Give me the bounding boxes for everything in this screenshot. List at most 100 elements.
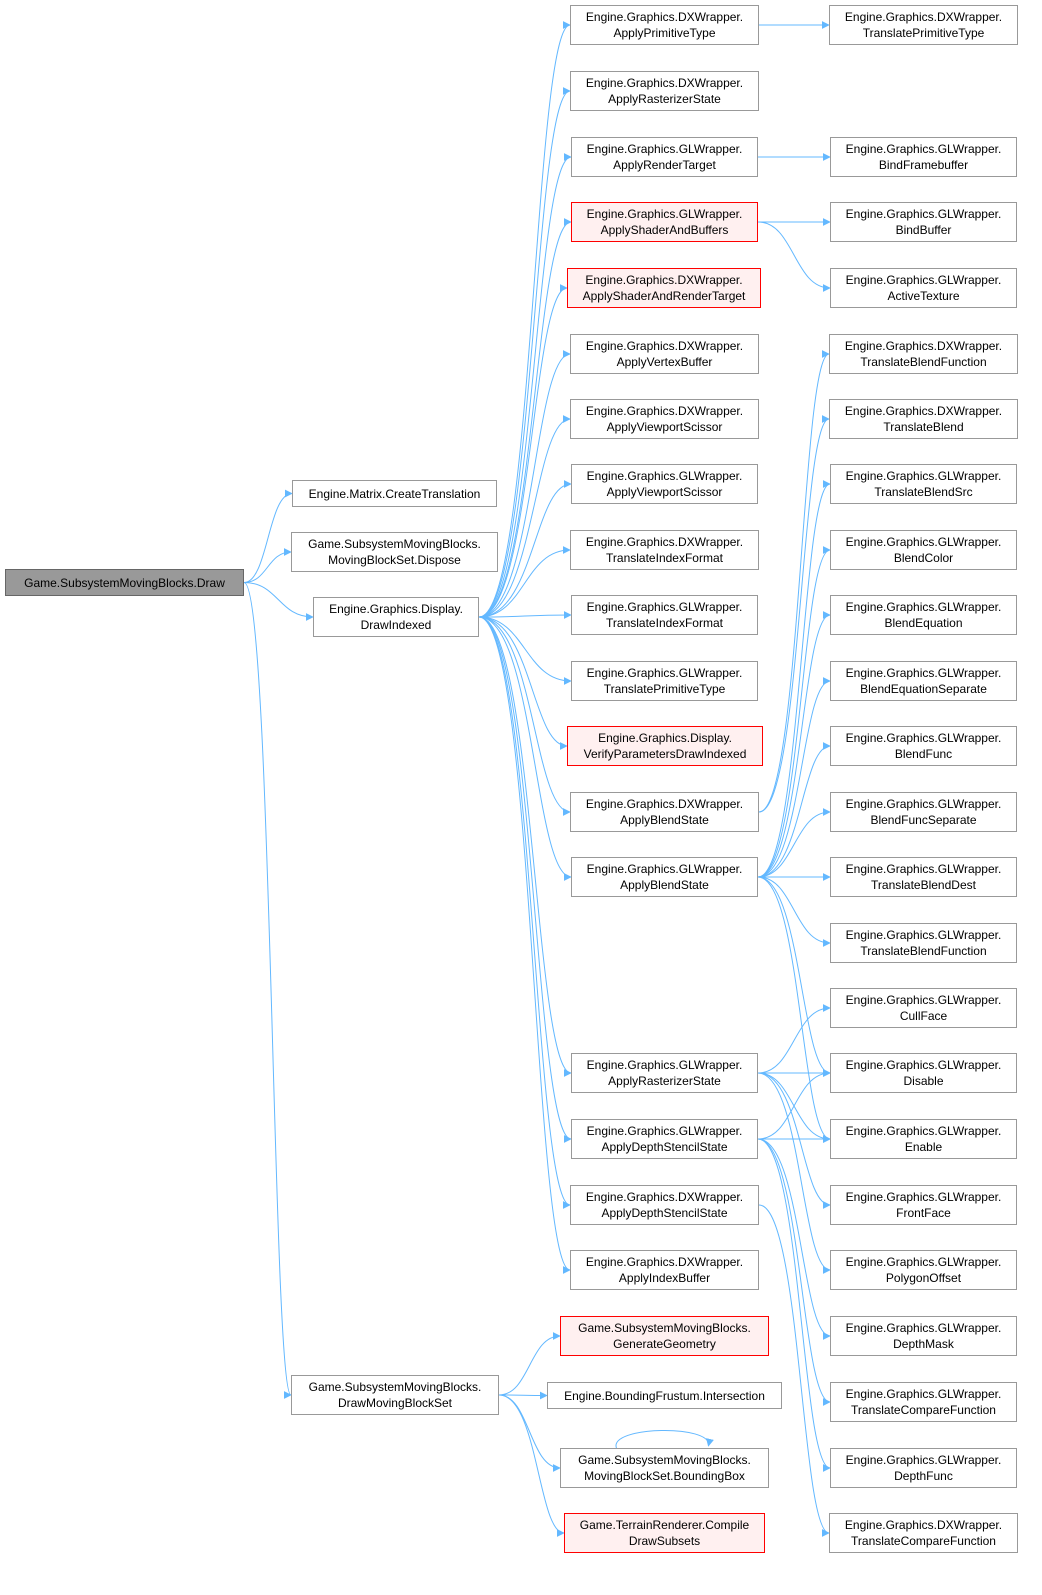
- node-label-line: DepthFunc: [894, 1469, 953, 1483]
- graph-node-gl-tbd[interactable]: Engine.Graphics.GLWrapper.TranslateBlend…: [830, 857, 1017, 897]
- graph-node-gl-tbs[interactable]: Engine.Graphics.GLWrapper.TranslateBlend…: [830, 464, 1017, 504]
- graph-node-drawindexed[interactable]: Engine.Graphics.Display. DrawIndexed: [313, 597, 479, 637]
- node-label-line: Game.SubsystemMovingBlocks.: [578, 1321, 751, 1335]
- edge-gl-applyds-to-gl-depthmask: [757, 1138, 831, 1340]
- node-label-line: Engine.Graphics.Display.: [329, 602, 463, 616]
- node-label-line: Engine.Graphics.DXWrapper.: [844, 339, 1003, 353]
- node-label-line: Engine.Graphics.GLWrapper.: [586, 666, 743, 680]
- node-label-line: Game.SubsystemMovingBlocks.: [308, 1380, 482, 1394]
- graph-node-dx-applyvb[interactable]: Engine.Graphics.DXWrapper.ApplyVertexBuf…: [570, 334, 759, 374]
- node-label-line: TranslatePrimitiveType: [603, 682, 726, 696]
- graph-node-gl-blendeq[interactable]: Engine.Graphics.GLWrapper.BlendEquation: [830, 595, 1017, 635]
- graph-node-dx-tpt[interactable]: Engine.Graphics.DXWrapper.TranslatePrimi…: [829, 5, 1018, 45]
- node-label-line: ApplyVertexBuffer: [616, 355, 713, 369]
- node-label-line: BlendEquationSeparate: [860, 682, 987, 696]
- node-label-line: Engine.Graphics.GLWrapper.: [586, 600, 743, 614]
- node-label-line: Engine.Graphics.GLWrapper.: [586, 1058, 743, 1072]
- graph-node-gl-tif[interactable]: Engine.Graphics.GLWrapper.TranslateIndex…: [571, 595, 758, 635]
- graph-node-gl-tcf[interactable]: Engine.Graphics.GLWrapper.TranslateCompa…: [830, 1382, 1017, 1422]
- node-label-line: DrawIndexed: [360, 618, 432, 632]
- graph-node-gl-blendfuncsep[interactable]: Engine.Graphics.GLWrapper.BlendFuncSepar…: [830, 792, 1017, 832]
- graph-node-dx-applyds[interactable]: Engine.Graphics.DXWrapper.ApplyDepthSten…: [570, 1185, 759, 1225]
- graph-node-dx-applyprim[interactable]: Engine.Graphics.DXWrapper.ApplyPrimitive…: [570, 5, 759, 45]
- graph-node-bbox[interactable]: Game.SubsystemMovingBlocks.MovingBlockSe…: [560, 1448, 769, 1488]
- node-label-line: Engine.Graphics.DXWrapper.: [585, 1190, 744, 1204]
- graph-node-dx-applyib[interactable]: Engine.Graphics.DXWrapper.ApplyIndexBuff…: [570, 1250, 759, 1290]
- graph-node-gl-bindbuf[interactable]: Engine.Graphics.GLWrapper.BindBuffer: [830, 202, 1017, 242]
- graph-node-gl-applyrt[interactable]: Engine.Graphics.GLWrapper.ApplyRenderTar…: [571, 137, 758, 177]
- graph-node-gl-disable[interactable]: Engine.Graphics.GLWrapper.Disable: [830, 1053, 1017, 1093]
- graph-node-gl-applyshader[interactable]: Engine.Graphics.GLWrapper.ApplyShaderAnd…: [571, 202, 758, 242]
- edge-gl-applyblend-to-gl-blendeq: [757, 611, 831, 878]
- graph-node-gl-depthfunc[interactable]: Engine.Graphics.GLWrapper.DepthFunc: [830, 1448, 1017, 1488]
- graph-node-gl-applyblend[interactable]: Engine.Graphics.GLWrapper.ApplyBlendStat…: [571, 857, 758, 897]
- node-label-line: Engine.Graphics.GLWrapper.: [845, 666, 1002, 680]
- graph-node-gl-applyvs[interactable]: Engine.Graphics.GLWrapper.ApplyViewportS…: [571, 464, 758, 504]
- node-label-line: BindBuffer: [895, 223, 952, 237]
- graph-node-gl-tbf[interactable]: Engine.Graphics.GLWrapper.TranslateBlend…: [830, 923, 1017, 963]
- graph-node-root[interactable]: Game.SubsystemMovingBlocks.Draw: [5, 569, 244, 596]
- graph-node-gengeom[interactable]: Game.SubsystemMovingBlocks.GenerateGeome…: [560, 1316, 769, 1356]
- node-label-line: Engine.Graphics.GLWrapper.: [845, 928, 1002, 942]
- graph-node-matrix[interactable]: Engine.Matrix.CreateTranslation: [292, 480, 497, 507]
- node-label-line: Engine.Graphics.DXWrapper.: [585, 10, 744, 24]
- node-label-line: ApplyRenderTarget: [613, 158, 716, 172]
- edge-dx-applyblend-to-dx-tbf: [758, 350, 830, 813]
- graph-node-dx-applyshader[interactable]: Engine.Graphics.DXWrapper.ApplyShaderAnd…: [567, 268, 761, 308]
- node-label-line: Game.SubsystemMovingBlocks.: [308, 537, 481, 551]
- graph-node-gl-enable[interactable]: Engine.Graphics.GLWrapper.Enable: [830, 1119, 1017, 1159]
- node-label-line: Engine.Graphics.GLWrapper.: [845, 1321, 1002, 1335]
- edge-drawindexed-to-gl-tpt: [478, 616, 572, 685]
- node-label-line: BlendEquation: [884, 616, 963, 630]
- edge-gl-applyrast-to-gl-cullface: [757, 1004, 831, 1074]
- edge-dx-applyds-to-dx-tcf: [758, 1204, 830, 1537]
- edge-gl-applyblend-to-gl-blendfunc: [757, 742, 831, 878]
- edge-gl-applyblend-to-gl-enable: [757, 876, 831, 1143]
- node-label-line: Engine.BoundingFrustum.Intersection: [564, 1388, 765, 1403]
- graph-node-gl-blendeqsep[interactable]: Engine.Graphics.GLWrapper. BlendEquationS…: [830, 661, 1017, 701]
- graph-node-dx-applyblend[interactable]: Engine.Graphics.DXWrapper.ApplyBlendStat…: [570, 792, 759, 832]
- graph-node-gl-blendfunc[interactable]: Engine.Graphics.GLWrapper.BlendFunc: [830, 726, 1017, 766]
- node-label-line: Engine.Graphics.GLWrapper.: [586, 1124, 743, 1138]
- graph-node-dx-tif[interactable]: Engine.Graphics.DXWrapper.TranslateIndex…: [570, 530, 759, 570]
- graph-node-gl-activetex[interactable]: Engine.Graphics.GLWrapper.ActiveTexture: [830, 268, 1017, 308]
- graph-node-dx-applyvs[interactable]: Engine.Graphics.DXWrapper.ApplyViewportS…: [570, 399, 759, 439]
- edge-drawindexed-to-gl-applyvs: [478, 480, 572, 618]
- graph-node-gl-applyds[interactable]: Engine.Graphics.GLWrapper.ApplyDepthSten…: [571, 1119, 758, 1159]
- graph-node-gl-frontface[interactable]: Engine.Graphics.GLWrapper.FrontFace: [830, 1185, 1017, 1225]
- node-label-line: VerifyParametersDrawIndexed: [583, 747, 747, 761]
- node-label-line: Engine.Graphics.GLWrapper.: [845, 1124, 1002, 1138]
- edge-drawmbs-to-frustum: [498, 1391, 548, 1400]
- graph-node-verify[interactable]: Engine.Graphics.Display.VerifyParameters…: [567, 726, 763, 766]
- graph-node-gl-cullface[interactable]: Engine.Graphics.GLWrapper.CullFace: [830, 988, 1017, 1028]
- graph-node-gl-tpt[interactable]: Engine.Graphics.GLWrapper. TranslatePrimi…: [571, 661, 758, 701]
- node-label-line: BlendFuncSeparate: [870, 813, 977, 827]
- graph-node-gl-applyrast[interactable]: Engine.Graphics.GLWrapper.ApplyRasterize…: [571, 1053, 758, 1093]
- node-label-line: ApplyShaderAndBuffers: [600, 223, 729, 237]
- node-label-line: TranslateIndexFormat: [606, 551, 723, 565]
- node-label-line: Game.SubsystemMovingBlocks.: [578, 1453, 751, 1467]
- edge-drawindexed-to-gl-applyrt: [478, 153, 572, 618]
- graph-node-dx-tcf[interactable]: Engine.Graphics.DXWrapper.TranslateCompa…: [829, 1513, 1018, 1553]
- graph-node-dx-tbf[interactable]: Engine.Graphics.DXWrapper.TranslateBlend…: [829, 334, 1018, 374]
- edge-bbox-to-bbox: [615, 1429, 714, 1449]
- graph-node-gl-bindfb[interactable]: Engine.Graphics.GLWrapper.BindFramebuffe…: [830, 137, 1017, 177]
- node-label-line: Engine.Graphics.GLWrapper.: [845, 862, 1002, 876]
- graph-node-dx-tb[interactable]: Engine.Graphics.DXWrapper.TranslateBlend: [829, 399, 1018, 439]
- node-label-line: MovingBlockSet.Dispose: [328, 553, 461, 567]
- graph-node-gl-depthmask[interactable]: Engine.Graphics.GLWrapper.DepthMask: [830, 1316, 1017, 1356]
- graph-node-dx-applyrast[interactable]: Engine.Graphics.DXWrapper.ApplyRasterize…: [570, 71, 759, 111]
- graph-node-drawmbs[interactable]: Game.SubsystemMovingBlocks.DrawMovingBlo…: [291, 1375, 499, 1415]
- node-label-line: Engine.Graphics.DXWrapper.: [844, 1518, 1003, 1532]
- graph-node-frustum[interactable]: Engine.BoundingFrustum.Intersection: [547, 1382, 782, 1409]
- node-label-line: CullFace: [899, 1009, 948, 1023]
- node-label-line: TranslateBlend: [883, 420, 964, 434]
- edge-drawindexed-to-dx-applyib: [478, 616, 571, 1274]
- graph-node-gl-blendcolor[interactable]: Engine.Graphics.GLWrapper.BlendColor: [830, 530, 1017, 570]
- graph-node-gl-polyoffset[interactable]: Engine.Graphics.GLWrapper.PolygonOffset: [830, 1250, 1017, 1290]
- graph-node-dispose[interactable]: Game.SubsystemMovingBlocks. MovingBlockSe…: [291, 532, 498, 572]
- edge-root-to-matrix: [243, 489, 293, 583]
